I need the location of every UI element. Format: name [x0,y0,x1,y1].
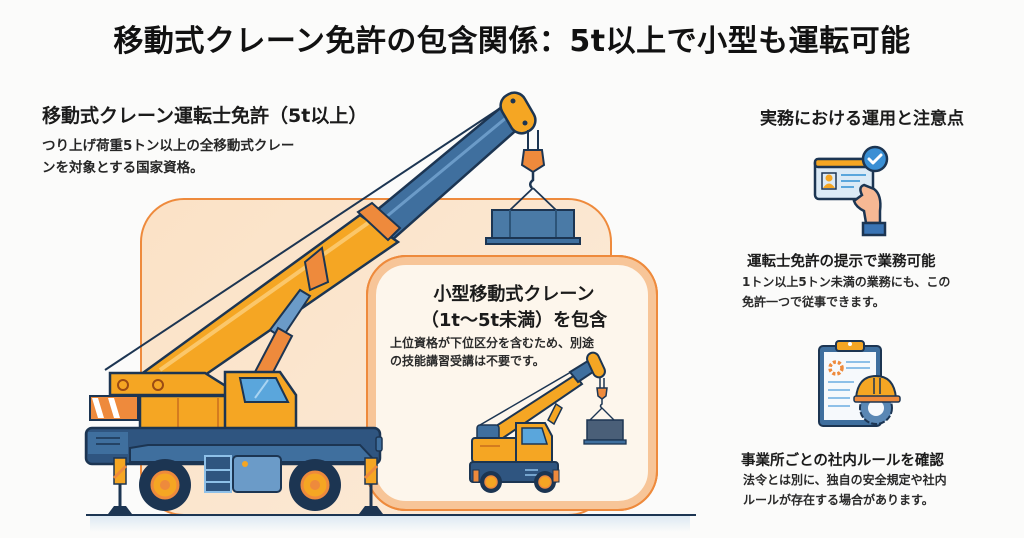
id-card-check-icon [813,145,889,237]
item-desc-site-rules: 法令とは別に、独自の安全規定や社内 ルールが存在する場合があります。 [743,470,947,510]
item-heading-site-rules: 事業所ごとの社内ルールを確認 [741,453,944,469]
heading-line: （1t〜5t未満）を包含 [420,310,608,331]
desc-line: 法令とは別に、独自の安全規定や社内 [743,473,947,487]
small-license-description: 上位資格が下位区分を含むため、別途 の技能講習受講は不要です。 [390,334,660,370]
small-license-heading: 小型移動式クレーン （1t〜5t未満）を包含 [384,282,644,334]
practice-title: 実務における運用と注意点 [760,109,964,129]
desc-line: 免許一つで従事できます。 [742,295,885,309]
desc-line: 1トン以上5トン未満の業務にも、この [742,275,951,289]
ground-line [86,514,696,516]
main-license-description: つり上げ荷重5トン以上の全移動式クレー ンを対象とする国家資格。 [42,135,342,179]
ground-shadow [90,516,690,532]
page-title: 移動式クレーン免許の包含関係：5t以上で小型も運転可能 [113,24,911,59]
desc-line: 上位資格が下位区分を含むため、別途 [390,336,595,350]
heading-line: 小型移動式クレーン [433,284,595,305]
item-heading-license-display: 運転士免許の提示で業務可能 [747,254,936,270]
desc-line: ンを対象とする国家資格。 [42,160,204,176]
clipboard-helmet-icon [818,340,901,427]
item-desc-license-display: 1トン以上5トン未満の業務にも、この 免許一つで従事できます。 [742,272,950,312]
desc-line: ルールが存在する場合があります。 [743,493,934,507]
main-license-heading: 移動式クレーン運転士免許（5t以上） [42,105,368,127]
desc-line: の技能講習受講は不要です。 [390,354,545,368]
desc-line: つり上げ荷重5トン以上の全移動式クレー [42,138,295,154]
